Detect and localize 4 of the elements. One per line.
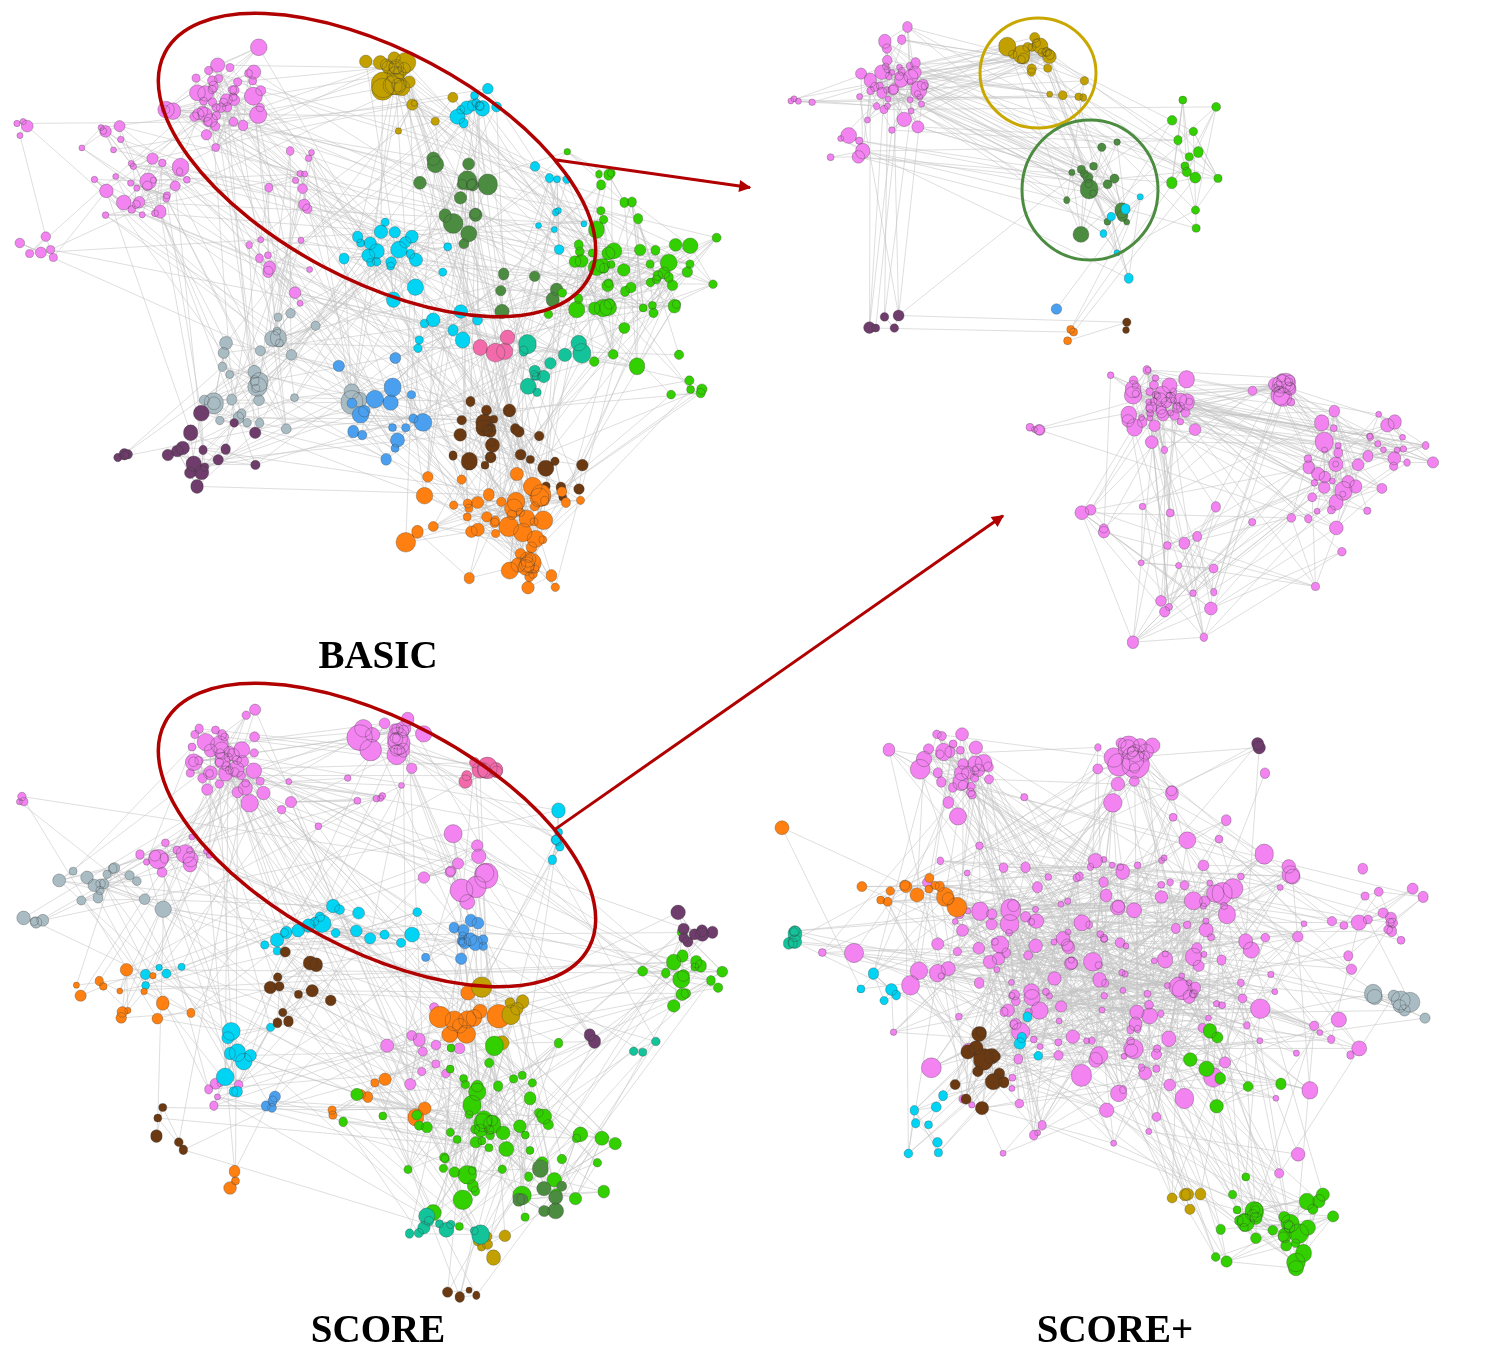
graph-label: BASIC <box>318 632 438 678</box>
graph-label: SCORE+ <box>1036 1306 1194 1352</box>
arrow <box>553 514 1004 831</box>
graph-label: SCORE <box>310 1306 446 1352</box>
